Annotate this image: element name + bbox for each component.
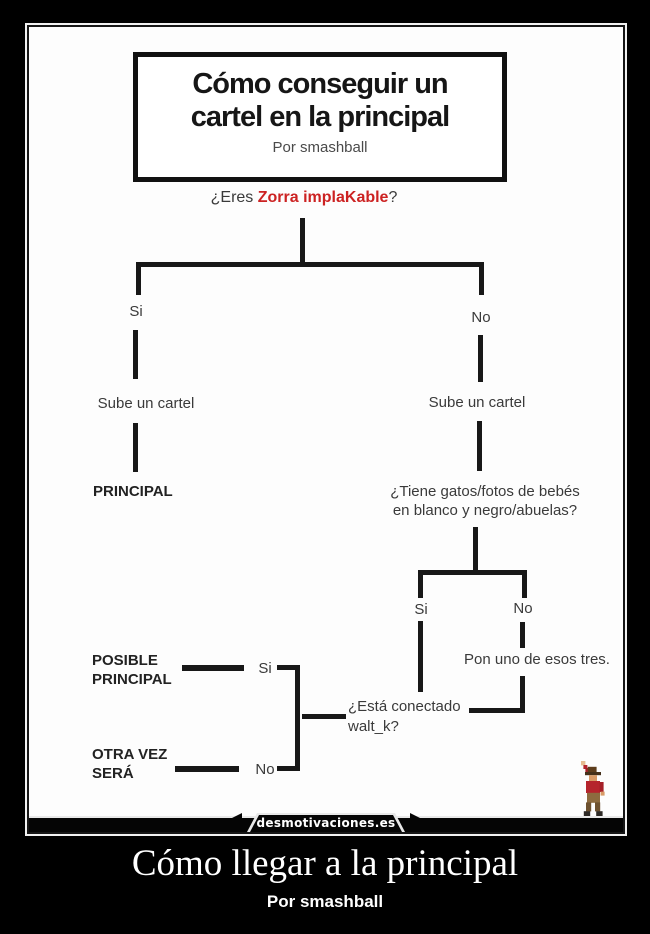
flow-line-stem [300,218,305,262]
flow-line-split-2-left-drop [418,570,423,598]
flowchart-title-line-1: Cómo conseguir un [192,68,448,100]
branch-1-yes-label: Si [129,303,143,320]
question-2-line-1: ¿Tiene gatos/fotos de bebés [390,483,580,500]
question-2-line-2: en blanco y negro/abuelas? [392,502,578,519]
question-3: ¿Está conectado walt_k? [348,697,461,737]
flow-line-right-no-down [478,335,483,382]
result-posible-line-1: POSIBLE [92,652,158,669]
flowchart-image: Cómo conseguir un cartel en la principal… [27,25,625,834]
branch-2-yes-label: Si [414,601,428,618]
flow-line-pon-to-question-3 [469,708,525,713]
flow-line-bracket-bottom [277,766,299,771]
question-1-suffix: ? [388,189,398,206]
photo-frame: Cómo conseguir un cartel en la principal… [25,23,627,836]
flow-line-left-sube-down [133,423,138,472]
flow-line-sera-to-no [175,766,239,772]
question-1-highlight: Zorra implaKable [257,189,389,206]
flow-line-pon-down [520,676,525,713]
watermark-bar: desmotivaciones.es [29,813,623,832]
flow-line-no-2-down [520,622,525,648]
branch-3-yes-label: Si [258,660,272,677]
branch-2-no-label: No [513,600,533,617]
question-1-prefix: ¿Eres [210,189,258,206]
result-otra-line-2: SERÁ [92,765,134,782]
result-posible-principal: POSIBLE PRINCIPAL [92,651,172,689]
watermark-right-chevron-icon [410,813,424,820]
question-3-line-2: walt_k? [348,718,399,735]
question-2: ¿Tiene gatos/fotos de bebés en blanco y … [375,482,595,520]
watermark-left-chevron-icon [228,813,242,820]
flow-line-bracket-vertical [295,665,300,771]
result-posible-line-2: PRINCIPAL [92,671,172,688]
caption-byline: Por smashball [266,892,384,911]
flow-line-split-1-left-drop [136,262,141,295]
watermark-text: desmotivaciones.es [250,815,402,832]
result-otra-line-1: OTRA VEZ [92,746,168,763]
flow-line-si-2-down [418,621,423,692]
caption-title: Cómo llegar a la principal [131,843,519,884]
flow-line-bracket-top [277,665,299,670]
branch-3-no-label: No [255,761,275,778]
flow-line-left-si-down [133,330,138,379]
question-3-line-1: ¿Está conectado [348,698,461,715]
branch-2-no-action: Pon uno de esos tres. [464,651,610,668]
flow-line-right-sube-down [477,421,482,471]
flowchart-title-box: Cómo conseguir un cartel en la principal… [133,52,507,182]
flow-line-posible-to-si [182,665,244,671]
flow-line-split-1 [136,262,484,267]
result-otra-vez-sera: OTRA VEZ SERÁ [92,745,167,783]
flow-line-bracket-to-question-3 [302,714,346,719]
question-1: ¿Eres Zorra implaKable? [104,189,504,207]
watermark-tab-outline: desmotivaciones.es [247,813,405,832]
flowchart-title-byline: Por smashball [272,139,368,156]
flowchart-title-line-2: cartel en la principal [190,101,450,133]
branch-1-no-label: No [471,309,491,326]
branch-1-yes-action: Sube un cartel [97,395,195,412]
branch-1-no-action: Sube un cartel [428,394,526,411]
flow-line-split-2-right-drop [522,570,527,598]
flow-line-split-1-right-drop [479,262,484,295]
pixel-cowboy-icon [581,761,605,817]
flow-line-question-2-down [473,527,478,572]
result-principal: PRINCIPAL [93,483,173,500]
flow-line-split-2 [418,570,527,575]
